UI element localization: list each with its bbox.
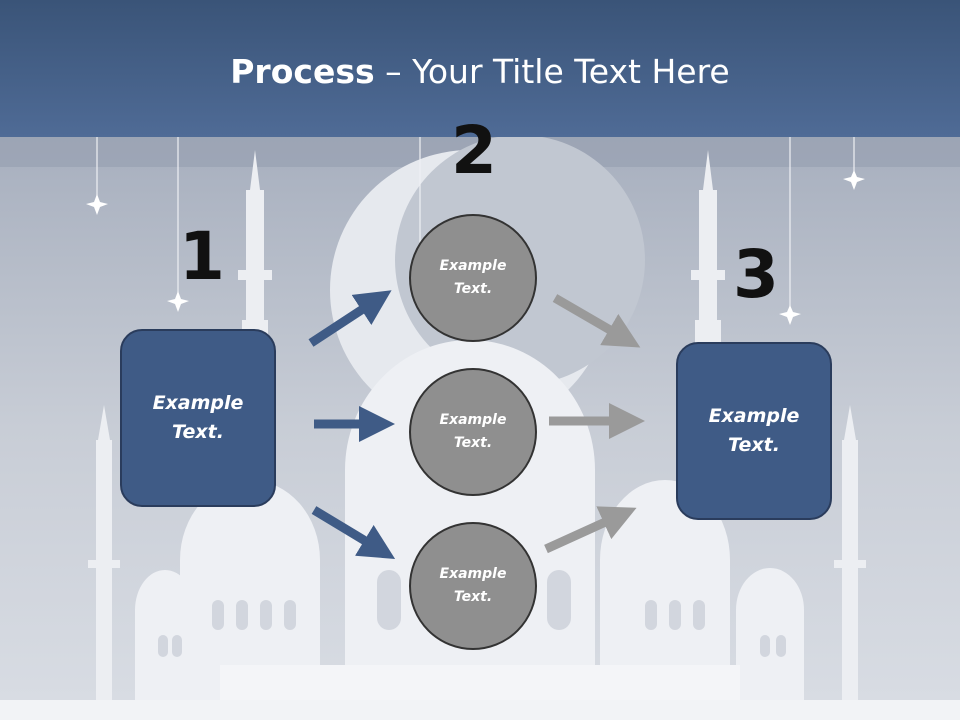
step-box-1: Example Text.: [120, 329, 276, 507]
arrow-to-circle-1: [308, 290, 392, 347]
title-bar: Process – Your Title Text Here: [0, 0, 960, 137]
arrow-from-circle-3: [544, 506, 637, 554]
hanging-stars-icon: [96, 137, 855, 310]
step-number-2: 2: [451, 112, 497, 189]
process-circle-3: Example Text.: [409, 522, 537, 650]
process-circle-2: Example Text.: [409, 368, 537, 496]
step-number-3: 3: [733, 236, 779, 313]
arrow-from-circle-1: [552, 294, 641, 348]
process-circle-1: Example Text.: [409, 214, 537, 342]
title-bold: Process: [230, 52, 375, 91]
step-box-3: Example Text.: [676, 342, 832, 520]
step-number-1: 1: [179, 218, 225, 295]
title-rest: – Your Title Text Here: [374, 52, 730, 91]
slide-title: Process – Your Title Text Here: [0, 52, 960, 91]
arrow-to-circle-3: [311, 506, 396, 559]
star-icons: [86, 170, 865, 325]
